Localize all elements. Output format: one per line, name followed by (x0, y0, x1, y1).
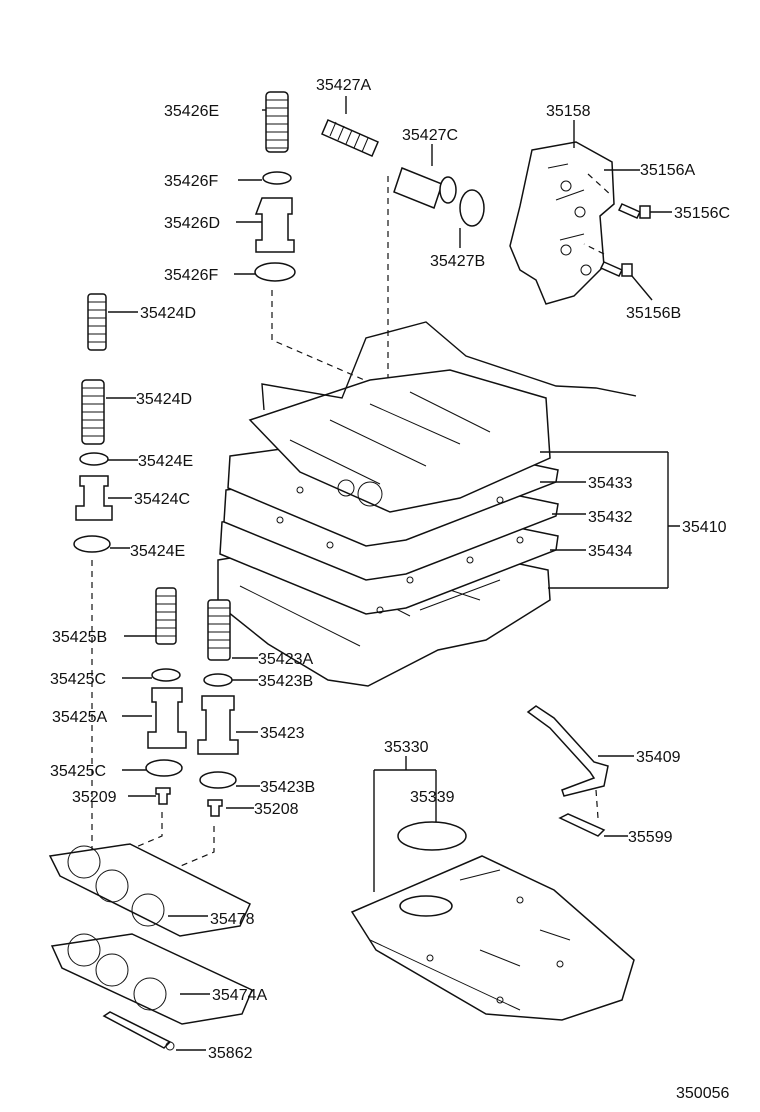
oring-35425c-top (151, 668, 181, 682)
spring-35424d-mid (81, 379, 105, 445)
label-35330: 35330 (384, 739, 429, 756)
label-35339: 35339 (410, 789, 455, 806)
valve-body-assembly-35410 (217, 321, 637, 687)
label-35158: 35158 (546, 103, 591, 120)
oring-35425c-bottom (145, 759, 183, 777)
screen-35208 (207, 799, 223, 817)
oring-35423b-bottom (199, 771, 237, 789)
diagram-id: 350056 (676, 1085, 729, 1102)
label-35410: 35410 (682, 519, 727, 536)
label-35156a: 35156A (640, 162, 695, 179)
label-35423b-top: 35423B (258, 673, 313, 690)
label-35424e-bottom: 35424E (130, 543, 185, 560)
label-35423b-bottom: 35423B (260, 779, 315, 796)
plug-35424c (75, 475, 113, 521)
label-35426d: 35426D (164, 215, 220, 232)
detent-spring-35409 (526, 705, 609, 797)
plate-35599 (558, 813, 606, 837)
label-35474a: 35474A (212, 987, 267, 1004)
label-35156c: 35156C (674, 205, 730, 222)
label-35432: 35432 (588, 509, 633, 526)
label-35433: 35433 (588, 475, 633, 492)
label-35424d-top: 35424D (140, 305, 196, 322)
label-35423: 35423 (260, 725, 305, 742)
bracket-35862 (102, 1011, 175, 1051)
gasket-35339 (397, 821, 467, 851)
plug-35423 (197, 695, 239, 755)
plug-35427c (393, 167, 457, 209)
oring-35426f-top (262, 171, 292, 185)
oring-35426f-bottom (254, 262, 296, 282)
label-35424c: 35424C (134, 491, 190, 508)
label-35434: 35434 (588, 543, 633, 560)
label-35427b: 35427B (430, 253, 485, 270)
label-35423a: 35423A (258, 651, 313, 668)
label-35862: 35862 (208, 1045, 253, 1062)
label-35478: 35478 (210, 911, 255, 928)
label-35426f-top: 35426F (164, 173, 218, 190)
label-35425a: 35425A (52, 709, 107, 726)
label-35427c: 35427C (402, 127, 458, 144)
spring-35424d-top (87, 293, 107, 351)
gasket-35478 (48, 843, 251, 937)
oring-35424e-top (79, 452, 109, 466)
label-35427a: 35427A (316, 77, 371, 94)
label-35426e: 35426E (164, 103, 219, 120)
cover-plate-35158 (509, 141, 615, 305)
bolt-35156c (617, 203, 651, 219)
spring-35426e (265, 91, 289, 153)
label-35156b: 35156B (626, 305, 681, 322)
bolt-35156b (599, 261, 633, 277)
label-35426f-bottom: 35426F (164, 267, 218, 284)
separator-plate-35474a (50, 933, 253, 1025)
spring-35425b (155, 587, 177, 645)
plug-35426d (254, 197, 295, 253)
label-35425b: 35425B (52, 629, 107, 646)
label-35424e-top: 35424E (138, 453, 193, 470)
oil-strainer-35330 (350, 855, 635, 1021)
spring-35427a (321, 119, 379, 157)
label-35424d-mid: 35424D (136, 391, 192, 408)
label-35425c-bottom: 35425C (50, 763, 106, 780)
label-35409: 35409 (636, 749, 681, 766)
label-35599: 35599 (628, 829, 673, 846)
plug-35425a (147, 687, 187, 749)
label-35425c-top: 35425C (50, 671, 106, 688)
leader-lines (106, 96, 680, 1051)
label-35208: 35208 (254, 801, 299, 818)
ring-35427b (459, 189, 485, 227)
oring-35424e-bottom (73, 535, 111, 553)
label-35209: 35209 (72, 789, 117, 806)
oring-35423b-top (203, 673, 233, 687)
spring-35423a (207, 599, 231, 661)
screen-35209 (155, 787, 171, 805)
